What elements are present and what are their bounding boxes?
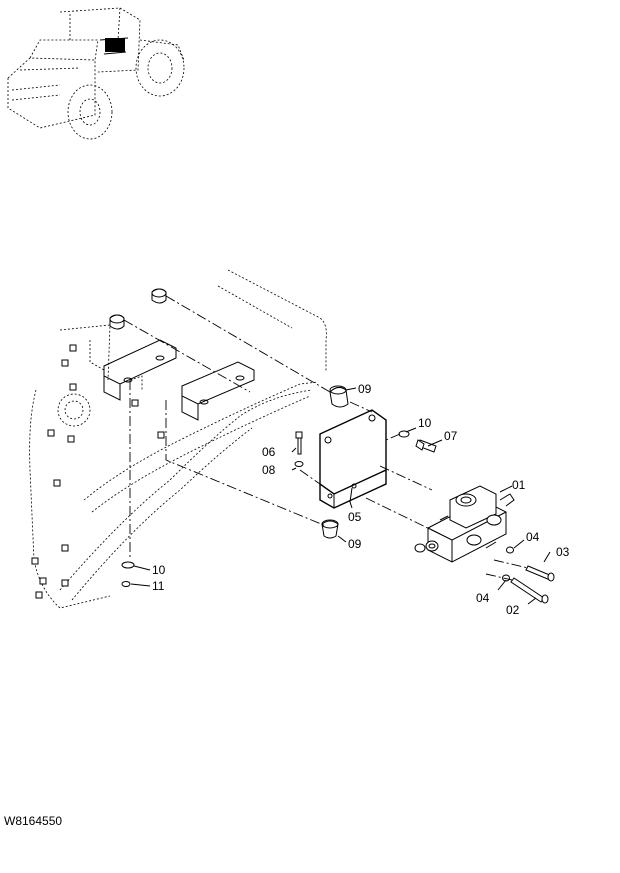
washers-lower [121, 561, 135, 587]
tie-bolt-02 [510, 577, 549, 604]
drawing-code: W8164550 [4, 814, 63, 828]
callout-01: 01 [512, 478, 526, 492]
machine-thumbnail [7, 7, 185, 140]
callout-03: 03 [556, 545, 570, 559]
frame-outline [29, 269, 327, 609]
callout-09-lower: 09 [348, 537, 362, 551]
assembly-centerlines [123, 295, 529, 581]
washers-04 [502, 546, 514, 582]
callout-04-lower: 04 [476, 591, 490, 605]
callouts: 09 10 07 06 08 01 05 09 04 03 10 11 04 0… [152, 382, 570, 617]
callout-09-upper: 09 [358, 382, 372, 396]
upper-brackets [103, 288, 255, 421]
valve-bracket [319, 409, 387, 509]
leader-lines [130, 387, 551, 605]
callout-10-lower: 10 [152, 563, 166, 577]
callout-02: 02 [506, 603, 520, 617]
tie-bolt-03 [525, 565, 555, 582]
callout-06: 06 [262, 445, 276, 459]
callout-04-upper: 04 [526, 530, 540, 544]
grommet-lower [321, 519, 339, 539]
callout-11: 11 [152, 579, 165, 593]
bolt-06 [294, 431, 304, 467]
bolt-07 [398, 430, 437, 453]
control-valve [414, 485, 515, 563]
frame-bosses [31, 344, 165, 599]
callout-05: 05 [348, 510, 362, 524]
callout-07: 07 [444, 429, 458, 443]
grommet-upper [329, 385, 349, 408]
callout-10-upper: 10 [418, 416, 432, 430]
callout-08: 08 [262, 463, 276, 477]
